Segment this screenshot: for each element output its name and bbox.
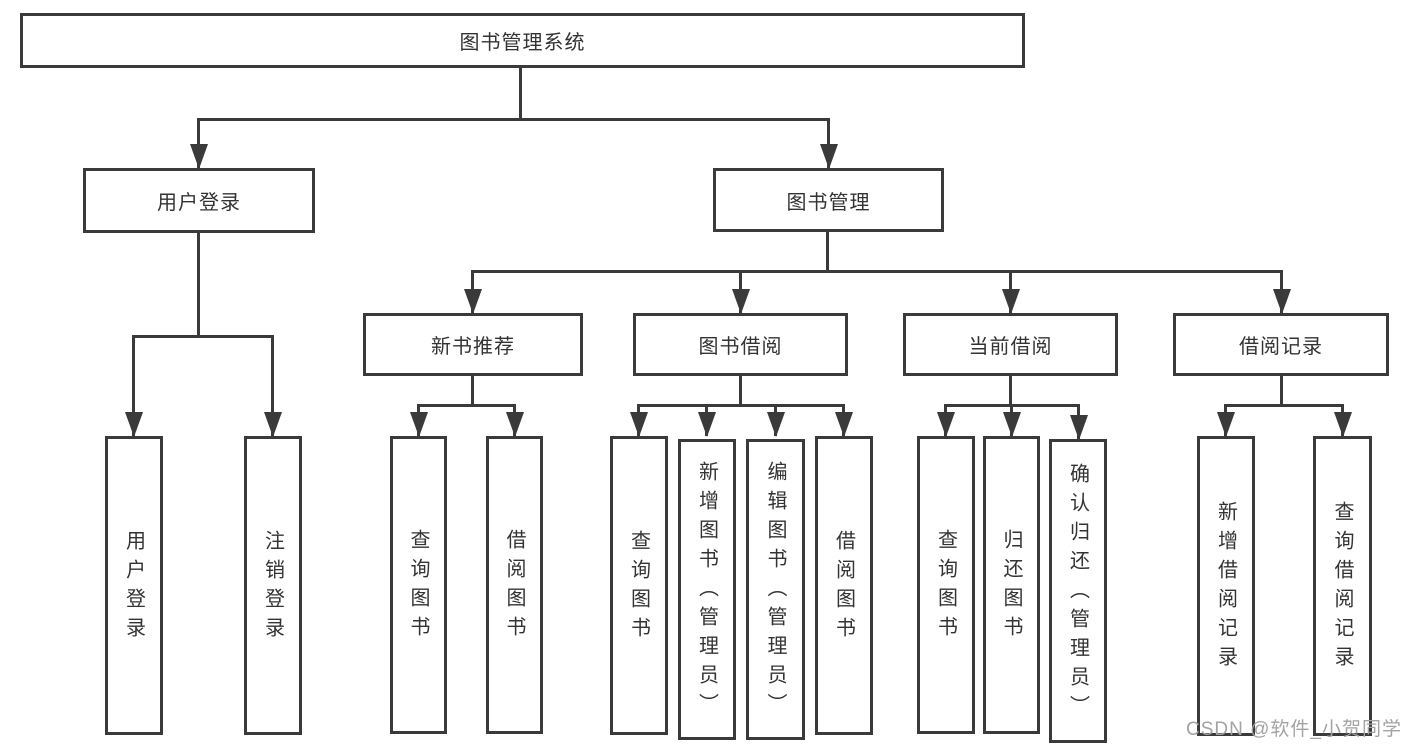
connector-arrow — [264, 335, 282, 437]
connector-line — [198, 118, 830, 121]
connector-line — [133, 335, 274, 338]
leaf-query-borrow-record: 查询借阅记录 — [1313, 436, 1372, 736]
leaf-query-books-recommend: 查询图书 — [390, 436, 447, 734]
connector-line — [417, 404, 516, 407]
connector-arrow — [1334, 404, 1352, 437]
connector-arrow — [820, 118, 838, 169]
connector-arrow — [630, 404, 648, 437]
connector-arrow — [410, 404, 428, 437]
leaf-query-books-borrow: 查询图书 — [610, 436, 668, 735]
connector-line — [472, 270, 1282, 273]
connector-arrow — [190, 118, 208, 169]
connector-arrow — [125, 335, 143, 437]
leaf-borrow-books-recommend: 借阅图书 — [486, 436, 543, 734]
connector-line — [1280, 376, 1283, 404]
connector-line — [519, 68, 522, 118]
connector-arrow — [1002, 270, 1020, 314]
node-book-borrowing: 图书借阅 — [633, 313, 848, 376]
connector-arrow — [506, 404, 524, 437]
leaf-query-books-current: 查询图书 — [917, 436, 975, 734]
connector-line — [471, 376, 474, 404]
connector-line — [197, 233, 200, 335]
node-book-management: 图书管理 — [713, 168, 944, 232]
node-new-book-recommendation: 新书推荐 — [363, 313, 583, 376]
connector-arrow — [1217, 404, 1235, 437]
connector-arrow — [732, 270, 750, 314]
connector-line — [739, 376, 742, 404]
connector-arrow — [464, 270, 482, 314]
node-root-library-management-system: 图书管理系统 — [20, 13, 1025, 68]
leaf-user-login: 用户登录 — [105, 436, 163, 735]
leaf-add-borrow-record: 新增借阅记录 — [1197, 436, 1255, 736]
connector-arrow — [698, 404, 716, 437]
connector-line — [1009, 376, 1012, 404]
node-borrowing-records: 借阅记录 — [1173, 313, 1389, 376]
leaf-confirm-return-admin: 确认归还（管理员） — [1049, 439, 1107, 743]
connector-arrow — [1003, 404, 1021, 437]
leaf-add-books-admin: 新增图书（管理员） — [678, 439, 736, 740]
leaf-return-books: 归还图书 — [983, 436, 1040, 734]
node-current-borrowing: 当前借阅 — [903, 313, 1118, 376]
node-user-login: 用户登录 — [83, 168, 315, 233]
connector-arrow — [835, 404, 853, 437]
connector-arrow — [937, 404, 955, 437]
watermark-csdn: CSDN @软件_小贺同学 — [1186, 719, 1402, 740]
connector-line — [826, 232, 829, 270]
connector-line — [637, 404, 845, 407]
connector-arrow — [1070, 404, 1088, 440]
leaf-borrow-books: 借阅图书 — [815, 436, 873, 735]
connector-arrow — [1273, 270, 1291, 314]
connector-line — [1225, 404, 1343, 407]
leaf-edit-books-admin: 编辑图书（管理员） — [746, 439, 805, 740]
leaf-logout: 注销登录 — [244, 436, 302, 735]
connector-arrow — [767, 404, 785, 437]
